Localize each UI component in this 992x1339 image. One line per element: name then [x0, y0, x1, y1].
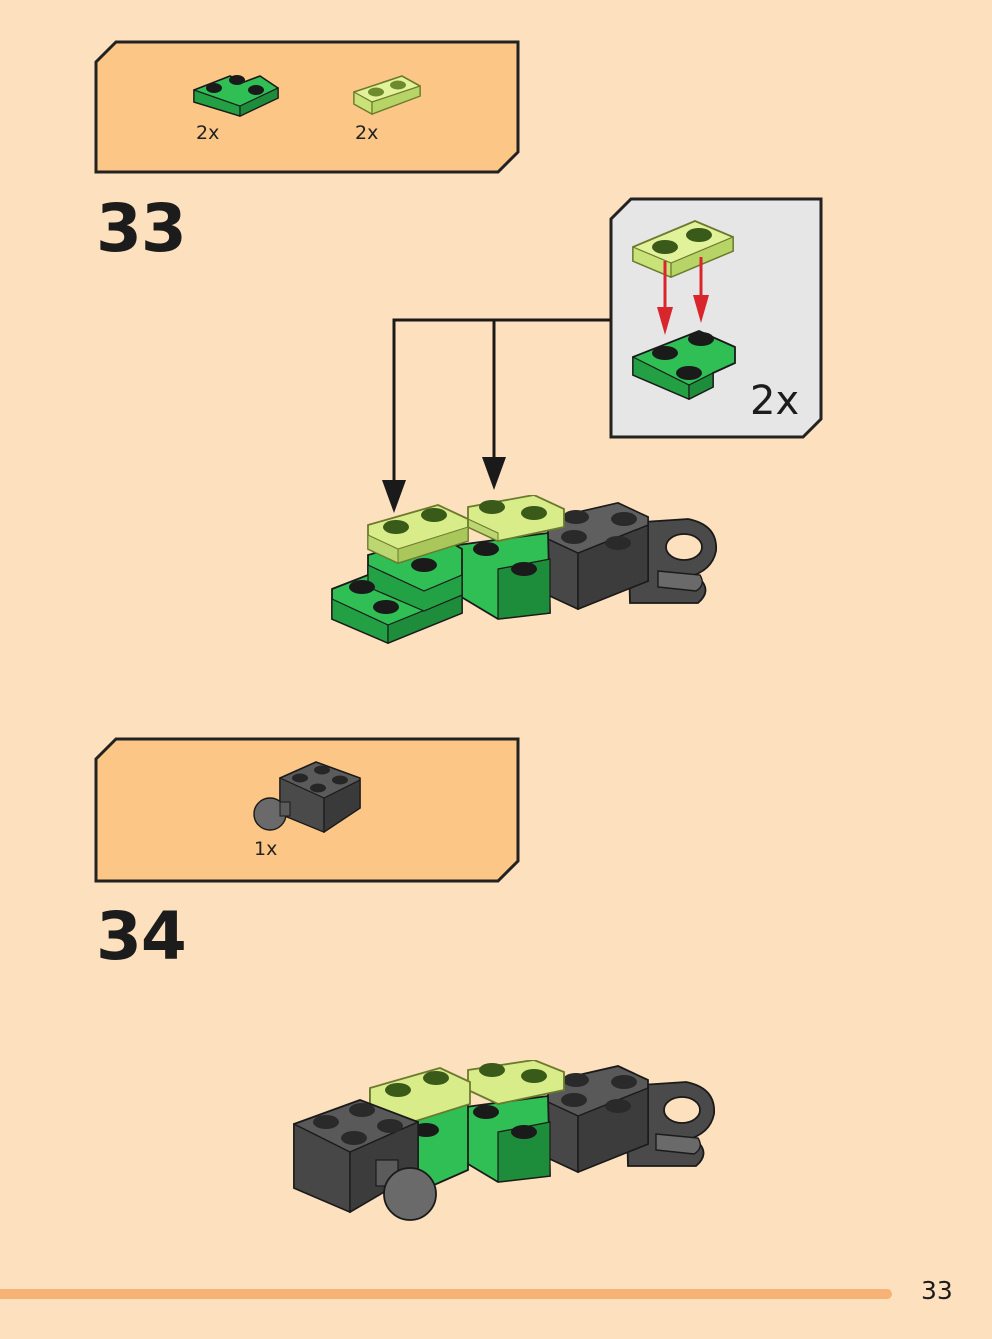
- trans-yellowgreen-plate-icon: [353, 75, 421, 116]
- step-33-callout-box: [609, 197, 825, 439]
- part-qty: 2x: [355, 122, 379, 144]
- page-number: 33: [921, 1276, 953, 1305]
- green-corner-plate-icon: [193, 75, 279, 117]
- callout-qty: 2x: [750, 378, 800, 424]
- step-34-model-illustration: [293, 1060, 715, 1221]
- part-qty: 1x: [254, 838, 278, 860]
- placement-arrows: [382, 318, 610, 513]
- step-33-parts-box: [94, 40, 522, 174]
- step-number: 34: [96, 898, 187, 975]
- step-number: 33: [96, 190, 187, 267]
- callout-frame: [609, 197, 823, 439]
- step-33-model-illustration: [331, 495, 717, 644]
- footer-accent-bar: [0, 1289, 892, 1299]
- part-qty: 2x: [196, 122, 220, 144]
- parts-box-frame: [94, 40, 520, 174]
- dark-gray-ball-joint-brick-icon: [253, 761, 361, 834]
